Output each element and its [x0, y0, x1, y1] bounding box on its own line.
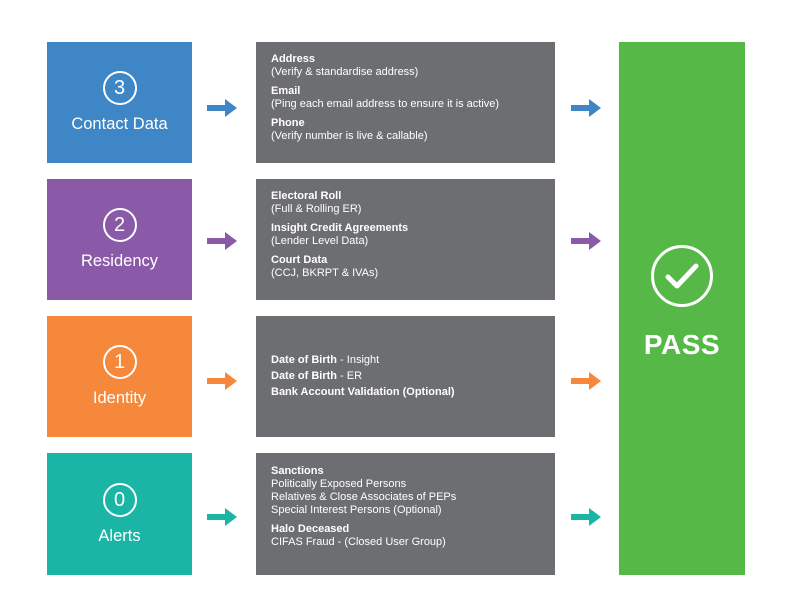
detail-item: Date of Birth - ER: [271, 370, 363, 382]
detail-item: Electoral Roll (Full & Rolling ER): [271, 190, 362, 215]
detail-panel-residency: Electoral Roll (Full & Rolling ER) Insig…: [256, 179, 555, 300]
detail-item-text: Relatives & Close Associates of PEPs: [271, 491, 457, 503]
detail-panel-alerts: Sanctions Politically Exposed Persons Re…: [256, 453, 555, 575]
pass-label: PASS: [643, 329, 721, 360]
pass-panel: PASS: [619, 42, 745, 575]
step-number-badge: 1: [102, 345, 137, 380]
category-label: Alerts: [98, 526, 141, 545]
detail-item-title: Halo Deceased: [271, 523, 350, 535]
category-label: Residency: [80, 252, 159, 271]
category-identity: 1 Identity: [47, 316, 192, 437]
detail-item-title: Sanctions: [271, 465, 324, 477]
detail-panel-identity: Date of Birth - Insight Date of Birth - …: [256, 316, 555, 437]
detail-item: Insight Credit Agreements (Lender Level …: [271, 222, 409, 247]
step-number-badge: 0: [102, 482, 137, 517]
detail-item: Bank Account Validation (Optional): [271, 386, 455, 398]
arrow-right-icon: [207, 372, 237, 390]
category-contact-data: 3 Contact Data: [47, 42, 192, 163]
detail-item-text: CIFAS Fraud - (Closed User Group): [271, 536, 446, 548]
arrow-right-icon: [207, 99, 237, 117]
arrow-right-icon: [571, 232, 601, 250]
category-residency: 2 Residency: [47, 179, 192, 300]
arrow-right-icon: [571, 99, 601, 117]
detail-panel-contact-data: Address (Verify & standardise address) E…: [256, 42, 555, 163]
detail-item: Phone (Verify number is live & callable): [271, 117, 428, 142]
detail-item-text: Politically Exposed Persons: [271, 478, 407, 490]
arrow-right-icon: [571, 508, 601, 526]
step-number-badge: 3: [102, 71, 137, 106]
detail-item: Email (Ping each email address to ensure…: [271, 85, 500, 110]
checkmark-icon: [651, 245, 713, 307]
category-alerts: 0 Alerts: [47, 453, 192, 575]
detail-item-text: Special Interest Persons (Optional): [271, 504, 442, 516]
detail-item: Address (Verify & standardise address): [271, 53, 419, 78]
detail-item: Date of Birth - Insight: [271, 354, 380, 366]
step-number-badge: 2: [102, 208, 137, 243]
category-label: Contact Data: [71, 115, 168, 134]
category-label: Identity: [92, 389, 147, 408]
arrow-right-icon: [571, 372, 601, 390]
arrow-right-icon: [207, 232, 237, 250]
detail-item: Court Data (CCJ, BKRPT & IVAs): [271, 254, 379, 279]
arrow-right-icon: [207, 508, 237, 526]
